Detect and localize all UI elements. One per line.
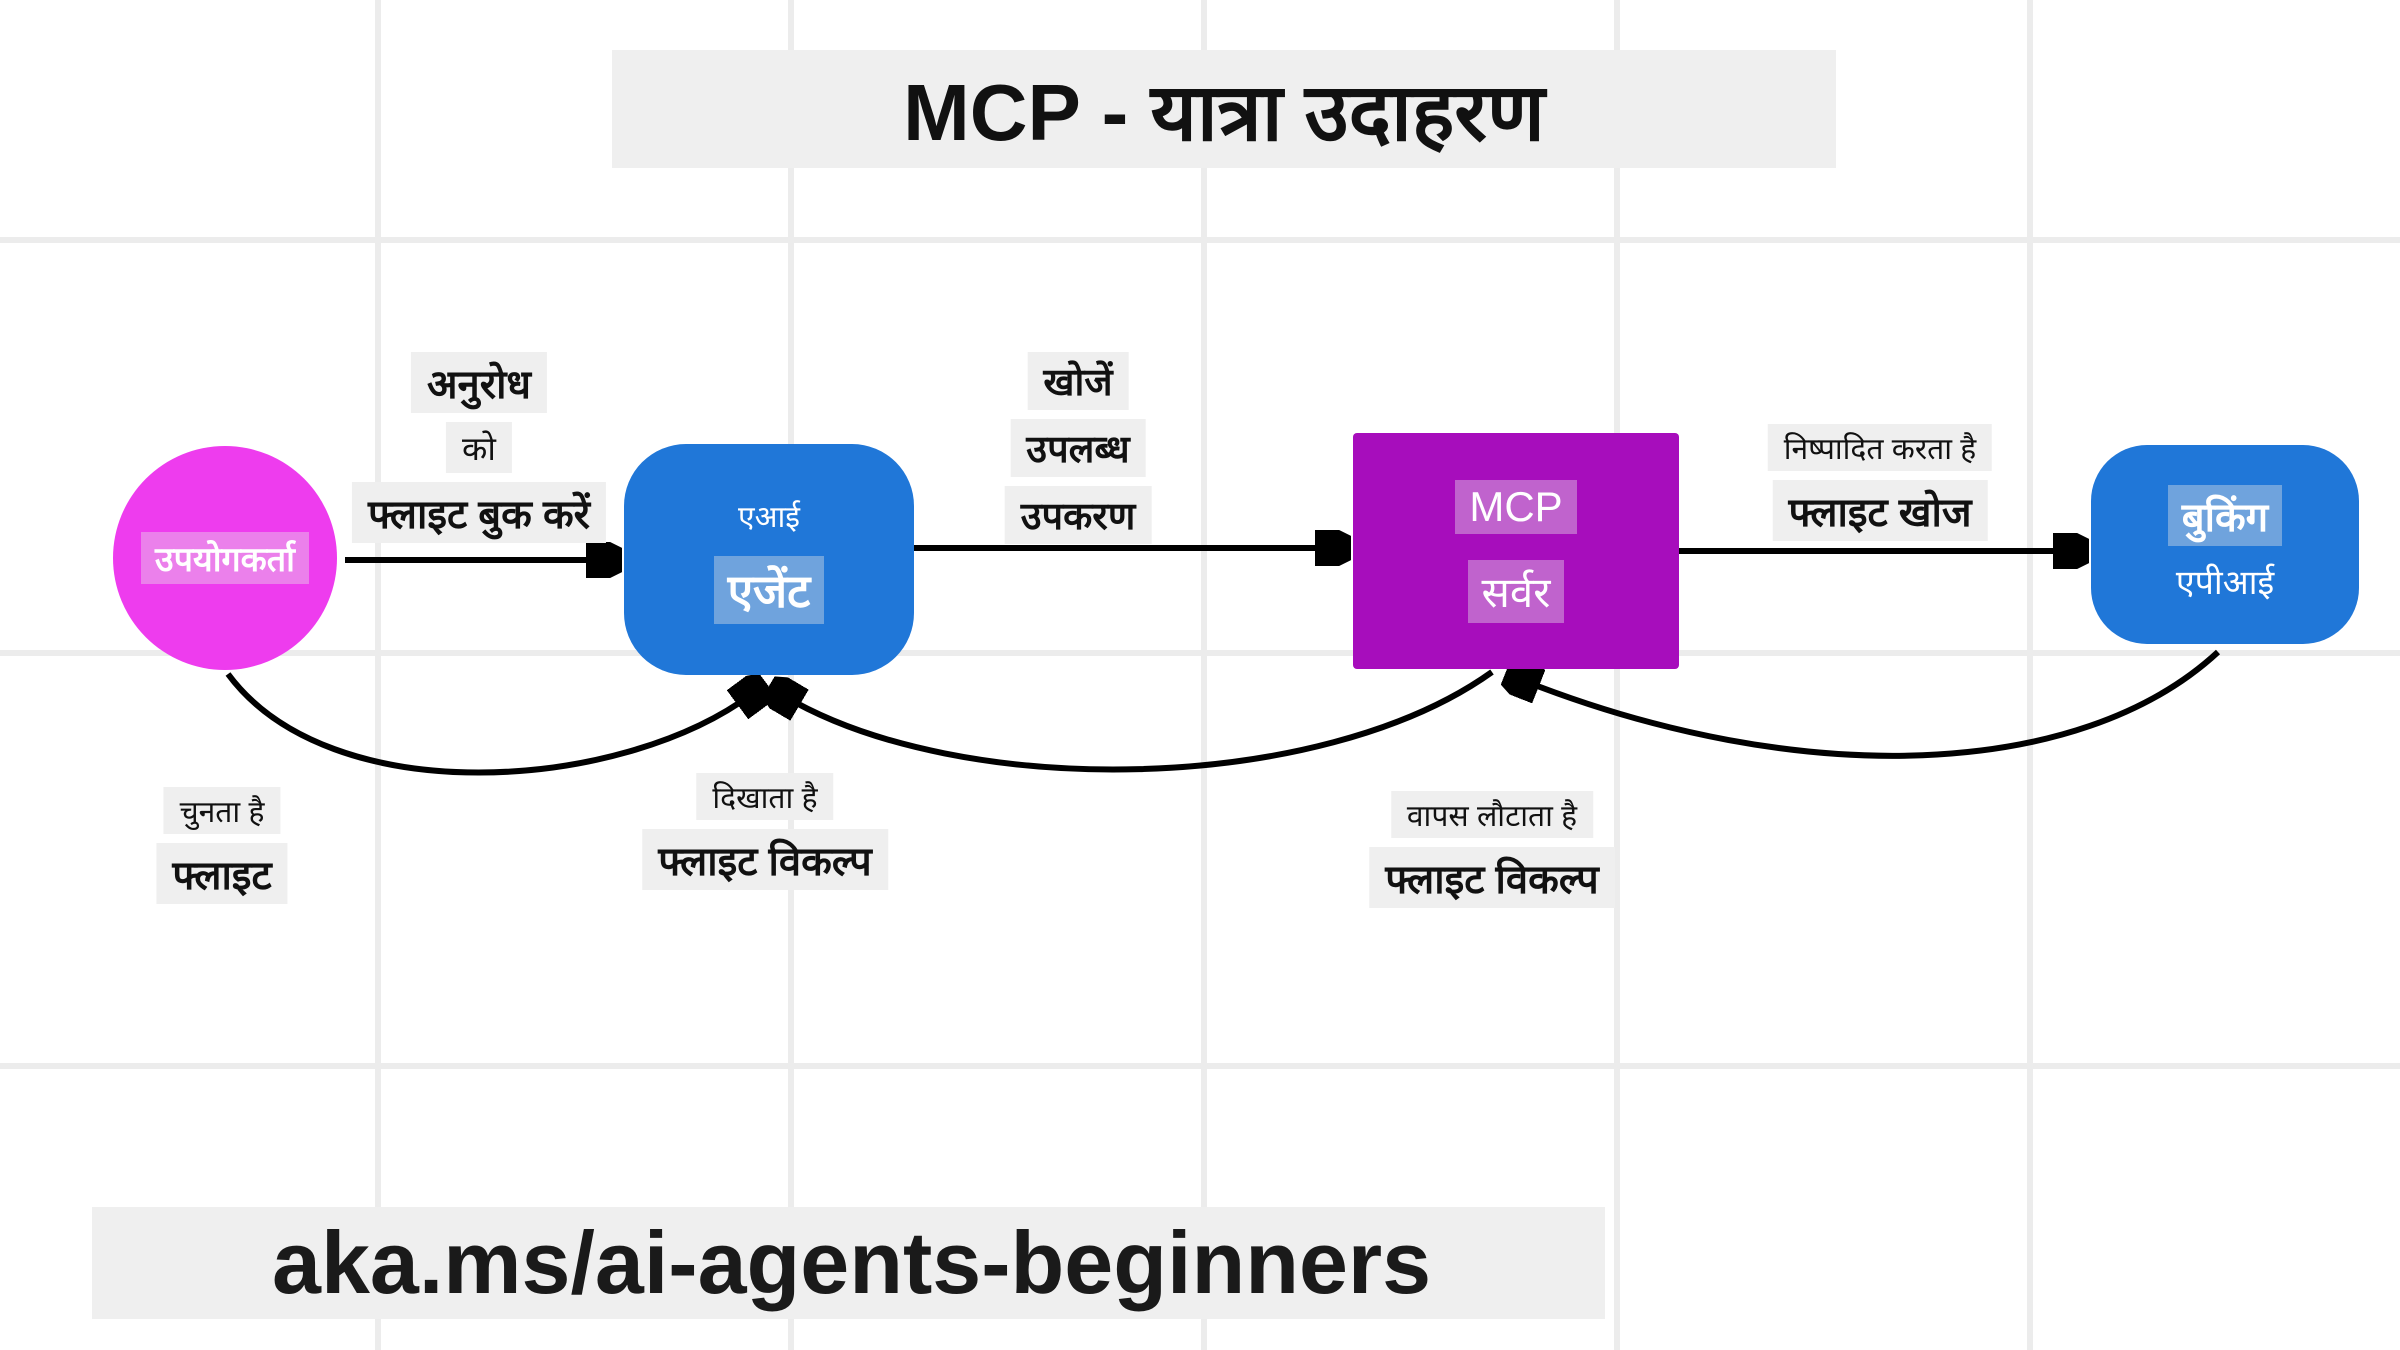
edge-label-return-flight-options: वापस लौटाता है फ्लाइट विकल्प [1369,791,1615,908]
edge-label-discover-tools: खोजें उपलब्ध उपकरण [1004,352,1152,544]
edge-label-line: उपलब्ध [1010,419,1146,477]
node-mcp-server-line2: सर्वर [1467,559,1565,623]
edge-label-line: उपकरण [1004,486,1152,544]
edge-label-line: अनुरोध [410,352,548,413]
node-ai-agent-line1: एआई [738,501,800,534]
node-booking-api: बुकिंग एपीआई [2091,445,2359,644]
arrow-user-to-agent-select [225,674,752,776]
node-user: उपयोगकर्ता [113,446,337,670]
node-booking-api-line2: एपीआई [2175,564,2275,602]
edge-label-select-flight: चुनता है फ्लाइट [156,787,288,904]
edge-label-line: निष्पादित करता है [1767,424,1993,471]
edge-label-line: फ्लाइट खोज [1772,480,1988,541]
node-ai-agent-line2: एजेंट [713,556,825,624]
edge-label-line: चुनता है [163,787,281,834]
edge-label-line: वापस लौटाता है [1390,791,1594,838]
edge-label-line: फ्लाइट [156,843,288,904]
footer-band: aka.ms/ai-agents-beginners [92,1207,1605,1319]
node-booking-api-line1: बुकिंग [2167,485,2283,546]
node-mcp-server: MCP सर्वर [1353,433,1679,669]
title-band: MCP - यात्रा उदाहरण [612,50,1836,168]
edge-label-book-flight-request: अनुरोध को फ्लाइट बुक करें [351,352,607,543]
edge-label-line: फ्लाइट विकल्प [642,829,888,890]
arrow-mcp-to-agent-return [784,669,1494,773]
footer-link: aka.ms/ai-agents-beginners [272,1213,1432,1312]
page-title: MCP - यात्रा उदाहरण [903,67,1545,157]
edge-label-line: खोजें [1027,352,1129,410]
edge-label-line: फ्लाइट बुक करें [351,482,607,543]
node-ai-agent: एआई एजेंट [624,444,914,675]
edge-label-line: दिखाता है [696,773,834,820]
edge-label-line: फ्लाइट विकल्प [1369,847,1615,908]
node-mcp-server-line1: MCP [1455,479,1577,534]
edge-label-execute-flight-search: निष्पादित करता है फ्लाइट खोज [1767,424,1993,541]
edge-label-line: को [446,422,512,473]
edge-label-show-flight-options: दिखाता है फ्लाइट विकल्प [642,773,888,890]
node-user-label: उपयोगकर्ता [141,532,309,584]
